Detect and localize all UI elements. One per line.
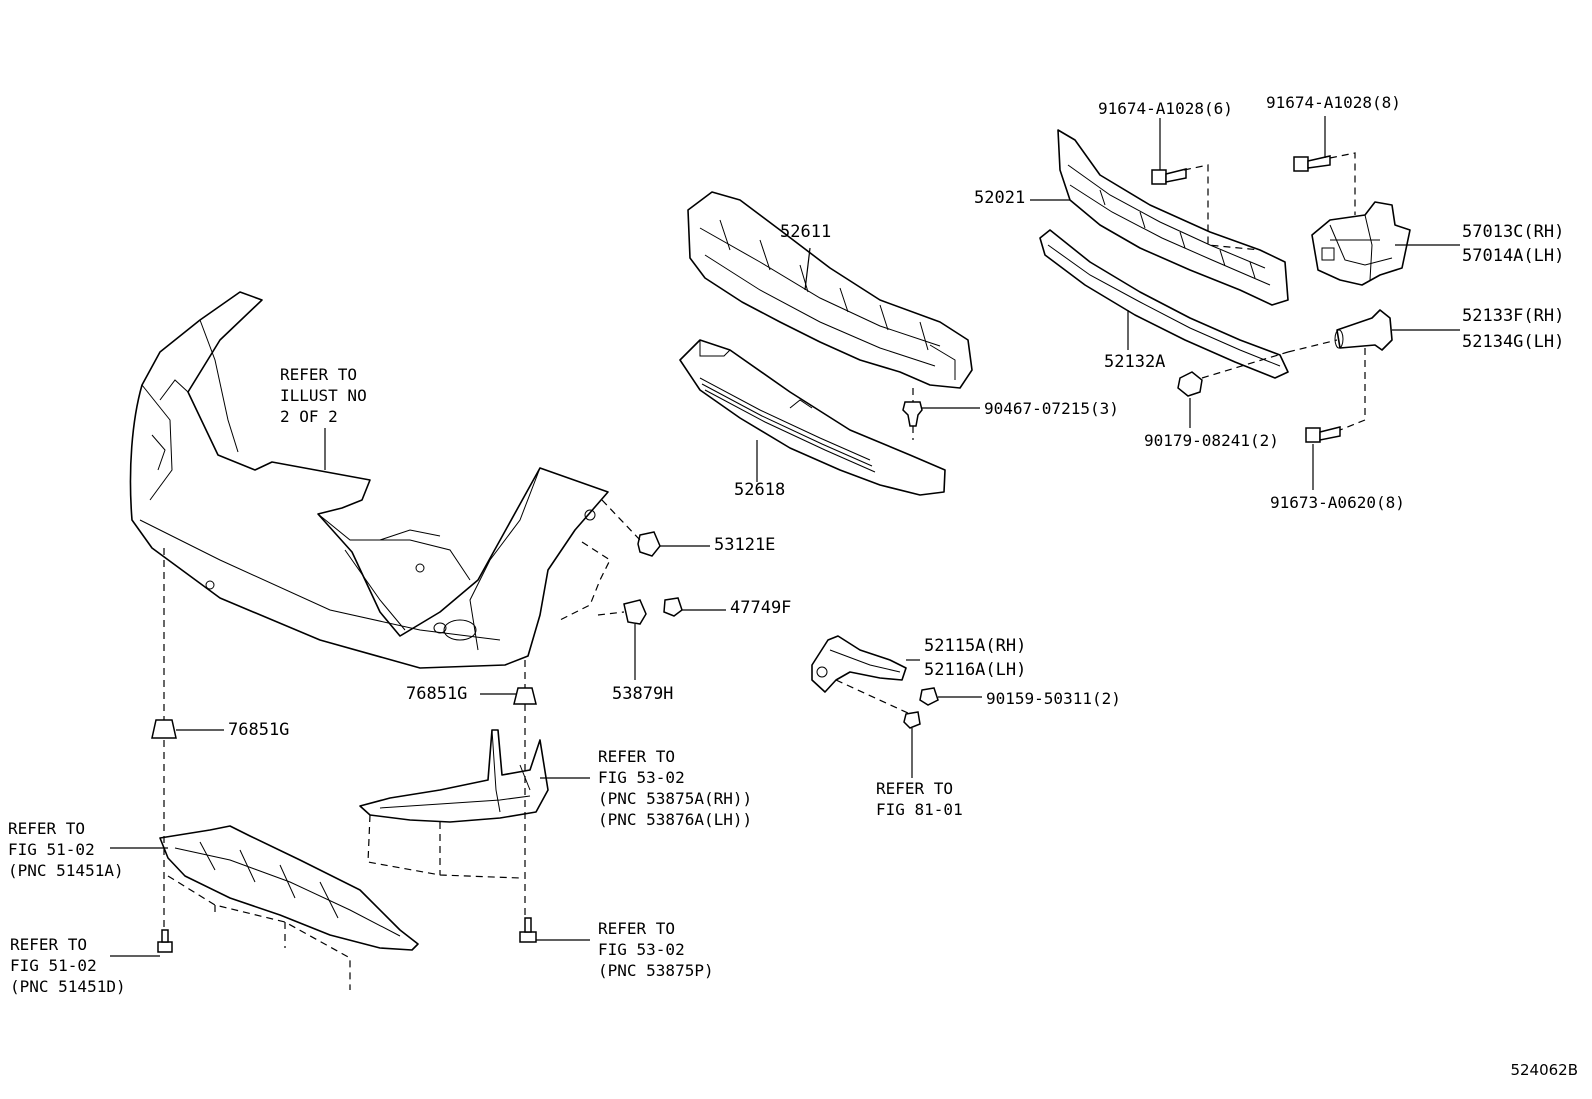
label-53121: 53121E (714, 535, 776, 555)
label-90159: 90159-50311(2) (986, 689, 1121, 708)
label-52132: 52132A (1104, 352, 1166, 372)
label-52134: 52134G(LH) (1462, 332, 1565, 352)
label-57013: 57013C(RH) (1462, 222, 1565, 242)
under-cover-51451A (159, 825, 419, 951)
label-47749: 47749F (730, 598, 792, 618)
lower-cover-53875A (359, 729, 549, 823)
nut-90179 (1177, 371, 1203, 397)
bolt-91673 (1305, 426, 1341, 443)
leader-lines (110, 116, 1460, 957)
nut-47749F (663, 597, 683, 617)
label-57014: 57014A(LH) (1462, 246, 1565, 266)
bracket-52133F (1334, 309, 1393, 351)
bolt-91674-a (1151, 168, 1187, 185)
bolt-91674-b (1293, 155, 1331, 172)
label-52021: 52021 (974, 188, 1026, 208)
bracket-57013C (1311, 201, 1411, 286)
bracket-53879H (623, 599, 647, 625)
label-52618: 52618 (734, 480, 786, 500)
label-52133: 52133F(RH) (1462, 306, 1565, 326)
label-76851-top: 76851G (406, 684, 468, 704)
absorber-52618 (679, 339, 946, 496)
bumper-cover (129, 291, 609, 669)
label-52611: 52611 (780, 222, 832, 242)
label-52116: 52116A(LH) (924, 660, 1027, 680)
clip-76851G-left (151, 719, 177, 739)
grommet-53121E (637, 531, 661, 557)
assembly-lines (163, 152, 1366, 990)
absorber-52611 (687, 191, 973, 389)
clip-76851G-top (513, 687, 537, 705)
screw-53875P (519, 917, 537, 943)
bar-52132A (1039, 229, 1289, 379)
label-91674-a: 91674-A1028(6) (1098, 99, 1233, 118)
label-90179: 90179-08241(2) (1144, 431, 1279, 450)
bolt-90159 (903, 687, 939, 729)
label-53879: 53879H (612, 684, 674, 704)
screw-51451D (157, 929, 173, 953)
retainer-52115A (811, 635, 907, 693)
label-91673: 91673-A0620(8) (1270, 493, 1405, 512)
label-76851-left: 76851G (228, 720, 290, 740)
reinforcement-52021 (1057, 129, 1289, 306)
label-91674-b: 91674-A1028(8) (1266, 93, 1401, 112)
label-90467: 90467-07215(3) (984, 399, 1119, 418)
drawing-code: 524062B (1510, 1061, 1578, 1079)
label-52115: 52115A(RH) (924, 636, 1027, 656)
clip-90467 (902, 401, 923, 427)
